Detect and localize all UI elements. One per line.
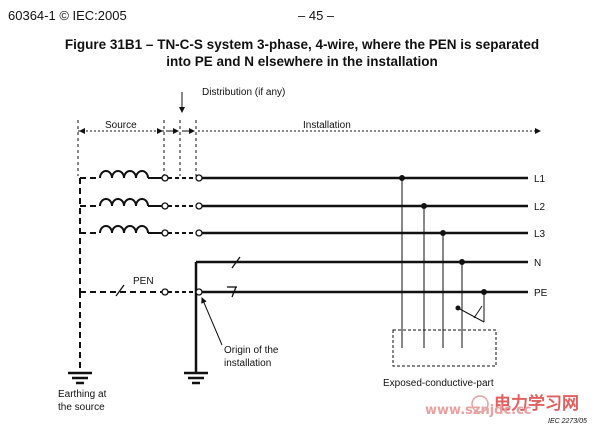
source-windings [99,170,149,234]
page-number: – 45 – [298,8,335,23]
figure-title-line-1: Figure 31B1 – TN-C-S system 3-phase, 4-w… [64,37,540,52]
installation-label: Installation [303,120,351,131]
conductor-label-PE: PE [534,288,548,299]
exposed-part-label: Exposed-conductive-part [383,378,494,389]
watermark-cn: 电力学习网 [494,393,579,414]
earthing-label-line-2: the source [58,402,105,413]
watermark-url: www.sznjdc.cc [425,403,532,418]
source-label: Source [105,120,137,131]
equipment-taps [399,175,487,348]
terminals [161,174,203,296]
figure-title-line-2: into PE and N elsewhere in the installat… [166,54,438,69]
conductor-label-L2: L2 [534,202,546,213]
distribution-label: Distribution (if any) [202,87,285,98]
exposed-conductive-part [392,329,497,367]
document-reference: 60364-1 © IEC:2005 [8,8,127,23]
conductor-label-N: N [534,258,541,269]
origin-label-line-2: installation [224,358,271,369]
iec-reference: IEC 2273/05 [548,418,587,425]
earth-symbol-source [68,371,92,385]
source-neutral-bus [79,177,100,372]
dimension-markers [77,92,541,176]
watermark: 电力学习网 www.sznjdc.cc [425,393,579,418]
earthing-label-line-1: Earthing at [58,389,107,400]
earth-symbol-installation [184,371,208,385]
conductor-lines [194,176,528,372]
conductor-label-L1: L1 [534,174,546,185]
conductor-label-L3: L3 [534,229,546,240]
origin-label-line-1: Origin of the [224,345,279,356]
pen-label: PEN [133,276,154,287]
